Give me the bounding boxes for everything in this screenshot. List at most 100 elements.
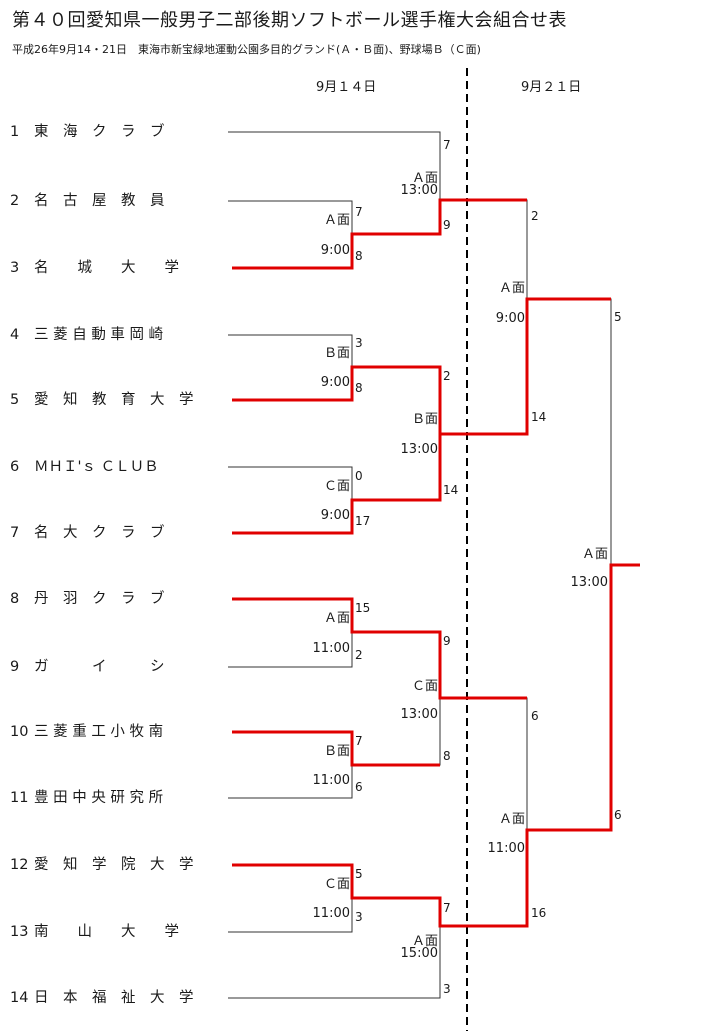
match-score: 3 — [443, 982, 451, 996]
team-row: 6 ＭＨＩ'ｓ ＣＬＵＢ — [10, 457, 159, 477]
match-score: 14 — [443, 483, 459, 497]
match-time: 13:00 — [400, 442, 438, 457]
team-name: 日 本 福 祉 大 学 — [34, 990, 194, 1006]
match-score: 0 — [355, 469, 363, 483]
match-time: 11:00 — [487, 841, 525, 856]
match-venue: Ｂ面 — [323, 346, 350, 361]
match-time: 9:00 — [320, 375, 350, 390]
match-score: 5 — [614, 310, 622, 324]
match-venue: Ｃ面 — [323, 877, 350, 892]
match-venue: Ｃ面 — [411, 679, 438, 694]
team-name: 名 大 ク ラ ブ — [34, 525, 165, 541]
bracket-winner-lines — [232, 198, 640, 928]
date-day1: 9月１４日 — [316, 80, 377, 95]
team-number: 14 — [10, 990, 29, 1006]
line-team11 — [228, 765, 353, 799]
match-score: 7 — [443, 901, 451, 915]
team-name: 三 菱 自 動 車 岡 崎 — [34, 327, 164, 343]
match-score: 14 — [531, 410, 547, 424]
match-venue: Ａ面 — [498, 812, 525, 827]
team-row: 10 三 菱 重 工 小 牧 南 — [10, 722, 163, 742]
match-score: 17 — [355, 514, 371, 528]
match-venue: Ａ面 — [581, 547, 608, 562]
line-team14 — [228, 926, 441, 999]
match-time: 15:00 — [400, 946, 438, 961]
team-row: 4 三 菱 自 動 車 岡 崎 — [10, 325, 163, 345]
line-team2 — [228, 200, 353, 234]
match-score: 9 — [443, 218, 451, 232]
team-number: 7 — [10, 525, 20, 541]
team-name: 東 海 ク ラ ブ — [34, 124, 165, 140]
match-time: 13:00 — [400, 183, 438, 198]
match-score: 16 — [531, 906, 547, 920]
team-name: ＭＨＩ'ｓ ＣＬＵＢ — [34, 459, 159, 475]
winner-path-team10 — [232, 730, 440, 767]
match-score: 6 — [614, 808, 622, 822]
match-score: 8 — [443, 749, 451, 763]
match-score: 8 — [355, 249, 363, 263]
team-number: 2 — [10, 193, 20, 209]
match-venue: Ａ面 — [411, 934, 438, 949]
team-name: 豊 田 中 央 研 究 所 — [34, 790, 164, 806]
match-score: 5 — [355, 867, 363, 881]
match-venue: Ｂ面 — [411, 412, 438, 427]
page-subtitle: 平成26年9月14・21日 東海市新宝緑地運動公園多目的グランド(Ａ・Ｂ面)、野… — [12, 43, 481, 56]
match-time: 9:00 — [320, 243, 350, 258]
line-team4 — [228, 334, 353, 367]
bracket-base-lines — [228, 131, 612, 999]
match-time: 9:00 — [495, 311, 525, 326]
team-number: 3 — [10, 260, 20, 276]
team-number: 9 — [10, 659, 20, 675]
team-row: 11 豊 田 中 央 研 究 所 — [10, 788, 163, 808]
line-final-top — [527, 298, 612, 565]
match-score: 2 — [443, 369, 451, 383]
team-number: 1 — [10, 124, 20, 140]
match-score: 3 — [355, 910, 363, 924]
team-number: 10 — [10, 724, 29, 740]
match-score: 6 — [355, 780, 363, 794]
page-title: 第４０回愛知県一般男子二部後期ソフトボール選手権大会組合せ表 — [12, 10, 567, 31]
match-venue: Ａ面 — [323, 611, 350, 626]
team-number: 6 — [10, 459, 20, 475]
winner-path-team3 — [232, 198, 527, 270]
team-row: 7 名 大 ク ラ ブ — [10, 523, 165, 543]
match-score: 7 — [443, 138, 451, 152]
match-time: 13:00 — [570, 575, 608, 590]
match-time: 11:00 — [312, 641, 350, 656]
team-row: 14 日 本 福 祉 大 学 — [10, 988, 194, 1008]
match-venue: Ａ面 — [411, 171, 438, 186]
match-time: 9:00 — [320, 508, 350, 523]
match-venue: Ａ面 — [498, 281, 525, 296]
match-venue: Ｃ面 — [323, 479, 350, 494]
match-time: 13:00 — [400, 707, 438, 722]
winner-path-team7 — [232, 434, 442, 535]
match-time: 11:00 — [312, 773, 350, 788]
match-score: 2 — [531, 209, 539, 223]
match-score: 8 — [355, 381, 363, 395]
date-day2: 9月２１日 — [521, 80, 582, 95]
team-number: 8 — [10, 591, 20, 607]
match-score: 9 — [443, 634, 451, 648]
match-score: 7 — [355, 734, 363, 748]
winner-path-team5 — [232, 297, 611, 436]
match-venue: Ｂ面 — [323, 744, 350, 759]
team-name: 愛 知 教 育 大 学 — [34, 392, 194, 408]
winner-path-team8 — [232, 597, 527, 700]
team-row: 8 丹 羽 ク ラ ブ — [10, 589, 165, 609]
team-name: 三 菱 重 工 小 牧 南 — [34, 724, 164, 740]
team-name: 愛 知 学 院 大 学 — [34, 857, 194, 873]
team-row: 1 東 海 ク ラ ブ — [10, 122, 165, 142]
match-score: 2 — [355, 648, 363, 662]
team-row: 3 名 城 大 学 — [10, 258, 179, 278]
team-name: 丹 羽 ク ラ ブ — [34, 591, 165, 607]
team-name: 名 城 大 学 — [34, 260, 179, 276]
line-team6 — [228, 466, 353, 500]
team-number: 4 — [10, 327, 20, 343]
match-venue: Ａ面 — [323, 213, 350, 228]
team-number: 11 — [10, 790, 29, 806]
